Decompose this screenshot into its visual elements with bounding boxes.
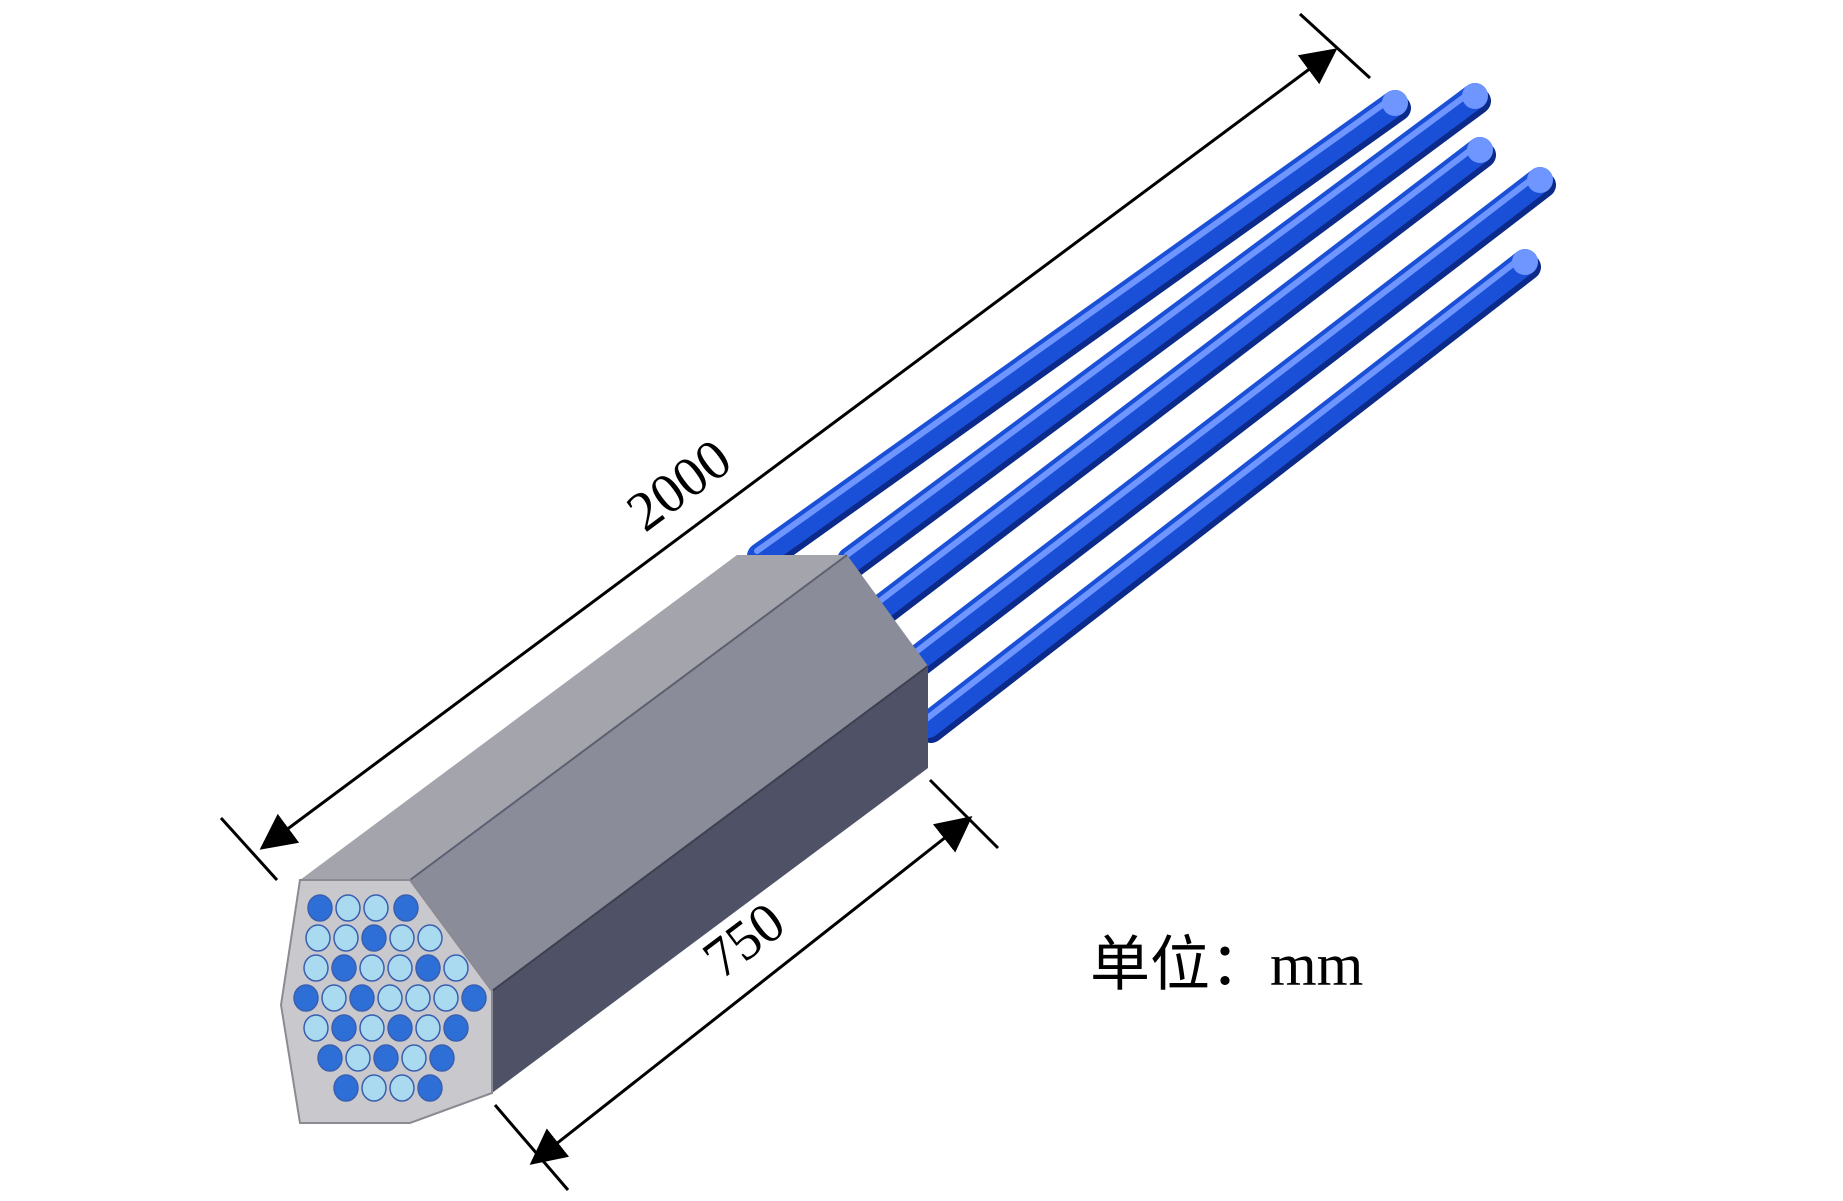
- end-face-hole: [361, 1074, 387, 1102]
- end-face-hole: [335, 894, 361, 922]
- hexagonal-housing-icon: [279, 554, 929, 1124]
- end-face-hole: [389, 924, 415, 952]
- dimension-arrow: [259, 48, 1338, 850]
- end-face-hole: [303, 954, 329, 982]
- rod-end-cap: [1512, 249, 1538, 275]
- end-face-hole: [363, 894, 389, 922]
- dimension-arrow: [529, 816, 973, 1165]
- end-face-hole: [443, 1014, 469, 1042]
- end-face-hole: [415, 954, 441, 982]
- end-face-hole: [331, 954, 357, 982]
- extension-line: [1298, 12, 1372, 80]
- rod-end-cap: [1527, 167, 1553, 193]
- end-face-hole: [415, 1014, 441, 1042]
- end-face-holes: [293, 894, 487, 1102]
- end-face-hole: [389, 1074, 415, 1102]
- rod-highlight: [922, 254, 1525, 723]
- extension-line: [928, 778, 1000, 850]
- end-face-hole: [429, 1044, 455, 1072]
- end-face-hole: [317, 1044, 343, 1072]
- end-face-hole: [417, 924, 443, 952]
- end-face-hole: [303, 1014, 329, 1042]
- end-face-hole: [305, 924, 331, 952]
- rod-end-cap: [1382, 90, 1408, 116]
- end-face-hole: [461, 984, 487, 1012]
- extension-line: [493, 1104, 570, 1191]
- end-face-hole: [417, 1074, 443, 1102]
- end-face-hole: [321, 984, 347, 1012]
- end-face-hole: [393, 894, 419, 922]
- end-face-hole: [387, 1014, 413, 1042]
- end-face-hole: [433, 984, 459, 1012]
- end-face-hole: [359, 954, 385, 982]
- blue-rod: [747, 90, 1408, 569]
- unit-label: 单位：mm: [1090, 932, 1363, 998]
- end-face-hole: [333, 1074, 359, 1102]
- end-face-hole: [345, 1044, 371, 1072]
- total-length-label: 2000: [616, 427, 743, 543]
- end-face-hole: [349, 984, 375, 1012]
- end-face-hole: [333, 924, 359, 952]
- end-face-hole: [387, 954, 413, 982]
- blue-rod: [902, 167, 1553, 673]
- end-face-hole: [361, 924, 387, 952]
- extension-line: [219, 816, 279, 882]
- end-face-hole: [307, 894, 333, 922]
- end-face-hole: [331, 1014, 357, 1042]
- end-face-hole: [359, 1014, 385, 1042]
- end-face-hole: [373, 1044, 399, 1072]
- rod-end-cap: [1467, 137, 1493, 163]
- end-face-hole: [293, 984, 319, 1012]
- end-face-hole: [401, 1044, 427, 1072]
- end-face-hole: [405, 984, 431, 1012]
- rod-end-cap: [1462, 83, 1488, 109]
- end-face-hole: [377, 984, 403, 1012]
- end-face-hole: [443, 954, 469, 982]
